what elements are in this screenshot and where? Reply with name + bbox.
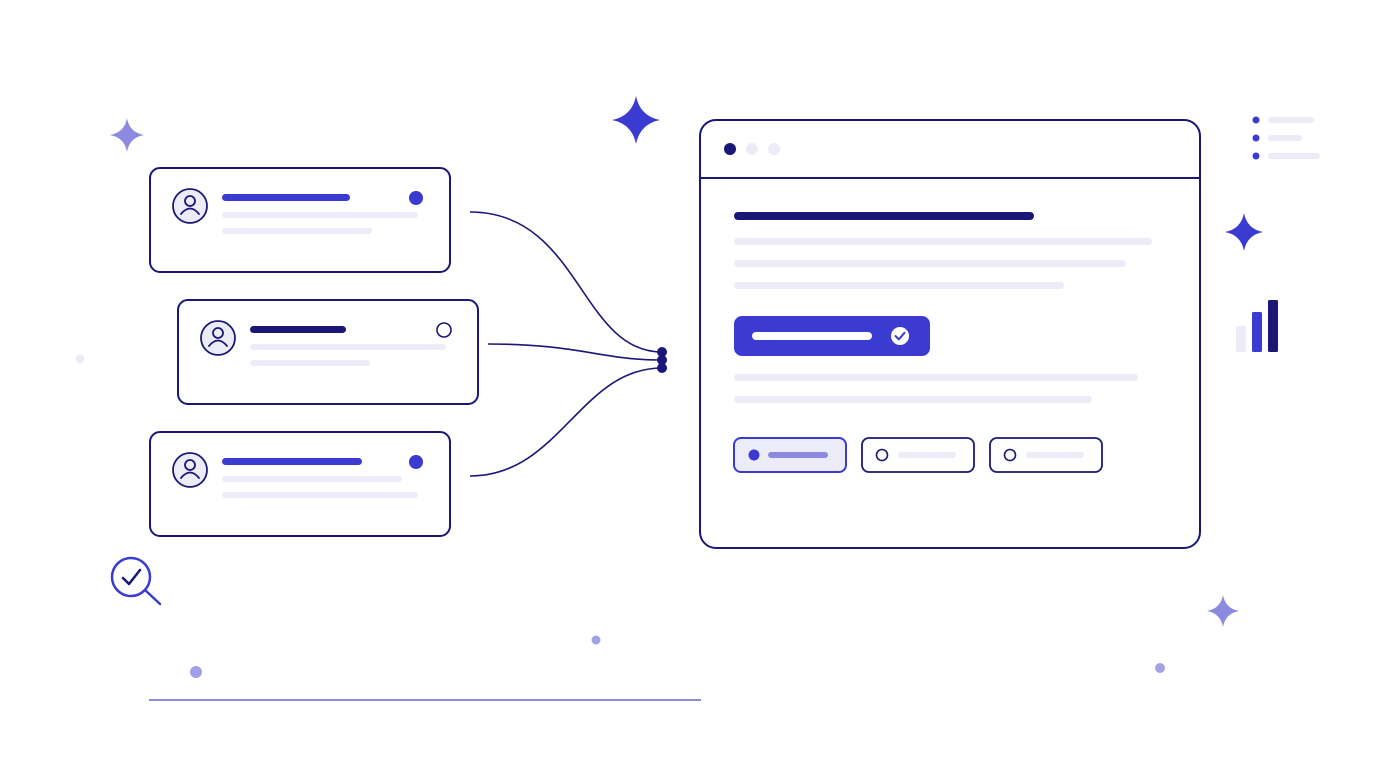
decor-dot [591,635,601,645]
connector-line [487,343,663,361]
window-text-line [734,374,1138,381]
user-icon [172,188,208,224]
card-text-line [222,228,372,234]
decor-dot [190,666,202,678]
user-icon [172,452,208,488]
user-icon [200,320,236,356]
card-title-bar [222,194,350,201]
browser-window [699,119,1201,549]
magnifier-check-icon [110,556,162,606]
connector-node [657,363,667,373]
window-control-dot[interactable] [746,143,758,155]
bar-chart-bar [1252,311,1262,352]
window-text-line [734,238,1152,245]
window-heading-bar [734,212,1034,220]
option-chip-selected[interactable] [733,437,847,473]
card-text-line [250,360,370,366]
sparkle-icon [612,96,660,144]
connector-line [469,211,663,353]
option-chip[interactable] [861,437,975,473]
bar-chart-bar [1268,300,1278,352]
bar-chart-icon [1236,300,1278,352]
card-text-line [222,492,418,498]
card-text-line [222,476,402,482]
radio-dot [1003,448,1017,462]
card-text-line [250,344,446,350]
user-card[interactable] [149,167,451,273]
radio-dot [875,448,889,462]
check-circle-icon [891,327,909,345]
window-text-line [734,396,1092,403]
connector-node [657,355,667,365]
user-card[interactable] [149,431,451,537]
decor-dot [1155,663,1165,673]
sparkle-icon [1207,595,1239,627]
card-title-bar [222,458,362,465]
connector-lines [469,211,663,477]
list-icon [1252,116,1320,160]
bar-chart-bar [1236,326,1246,352]
status-dot [409,191,423,205]
connector-node-cluster [657,347,667,373]
radio-dot [748,449,760,461]
window-text-line [734,260,1126,267]
sparkle-icon [1225,213,1263,251]
user-card[interactable] [177,299,479,405]
primary-action-button[interactable] [734,316,930,356]
window-control-dot[interactable] [768,143,780,155]
decor-dot [75,354,85,364]
option-chip[interactable] [989,437,1103,473]
card-title-bar [250,326,346,333]
card-text-line [222,212,418,218]
connector-node [657,347,667,357]
status-dot [436,322,452,338]
window-control-dot[interactable] [724,143,736,155]
window-text-line [734,282,1064,289]
sparkle-icon [110,118,144,152]
connector-line [469,367,663,477]
status-dot [409,455,423,469]
